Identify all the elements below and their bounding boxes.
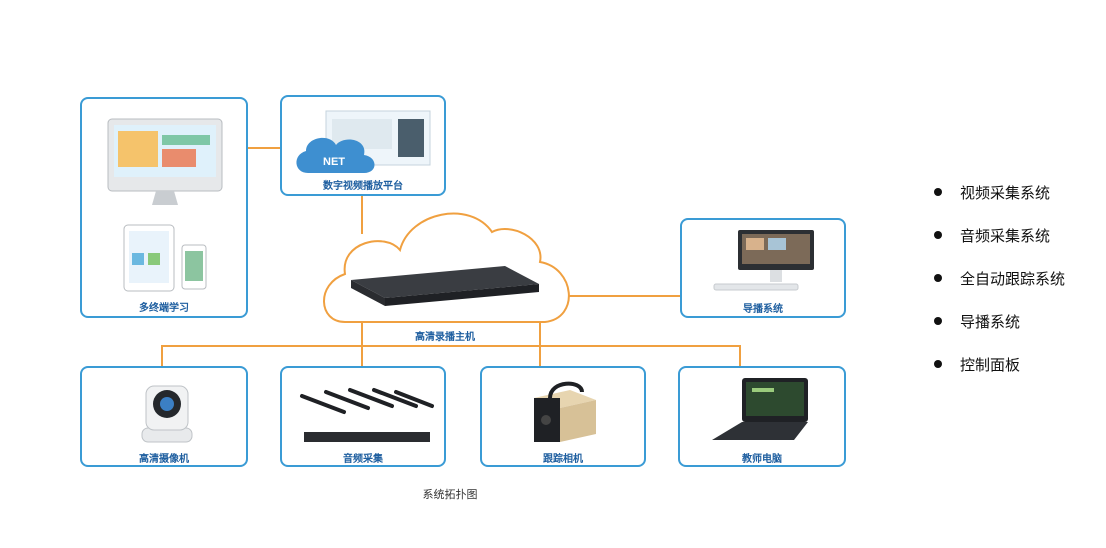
node-caption: 音频采集: [343, 454, 383, 465]
feature-list-item: 全自动跟踪系统: [930, 268, 1065, 311]
bullet-icon: [934, 317, 942, 325]
node-multi-terminal: 多终端学习: [80, 97, 248, 318]
tablet-and-phone-icon: [123, 224, 207, 292]
figure-caption: 系统拓扑图: [422, 488, 478, 501]
feature-list-item: 音频采集系统: [930, 225, 1065, 268]
tracking-box-icon: [534, 381, 596, 442]
node-caption: 多终端学习: [139, 303, 189, 314]
feature-list-item: 导播系统: [930, 311, 1065, 354]
feature-list: 视频采集系统 音频采集系统 全自动跟踪系统 导播系统 控制面板: [930, 182, 1065, 397]
audio-rack-icon: [300, 388, 434, 442]
ptz-camera-icon: [141, 385, 193, 443]
node-teacher-pc: 教师电脑: [678, 366, 846, 467]
desktop-computer-icon: [107, 118, 223, 205]
node-director-system: 导播系统: [680, 218, 846, 318]
director-computer-icon: [713, 230, 814, 291]
feature-list-item: 控制面板: [930, 354, 1065, 397]
node-caption: 教师电脑: [742, 454, 782, 465]
cloud-label: NET: [323, 156, 345, 168]
recording-host-icon: [351, 266, 539, 306]
node-tracking-camera: 跟踪相机: [480, 366, 646, 467]
bullet-icon: [934, 231, 942, 239]
node-caption: 高清摄像机: [139, 454, 189, 465]
node-web-platform: NET 数字视频播放平台: [280, 95, 446, 196]
bullet-icon: [934, 188, 942, 196]
feature-list-item: 视频采集系统: [930, 182, 1065, 225]
node-caption: 导播系统: [743, 304, 783, 315]
node-caption: 跟踪相机: [543, 454, 583, 465]
node-hd-camera: 高清摄像机: [80, 366, 248, 467]
bullet-icon: [934, 360, 942, 368]
node-audio-capture: 音频采集: [280, 366, 446, 467]
laptop-icon: [712, 378, 808, 440]
cloud-icon: NET: [296, 137, 375, 173]
node-caption: 数字视频播放平台: [323, 181, 403, 192]
link-cloud-to-bottom-row: [161, 345, 741, 366]
bullet-icon: [934, 274, 942, 282]
node-recording-host-caption: 高清录播主机: [415, 332, 475, 343]
